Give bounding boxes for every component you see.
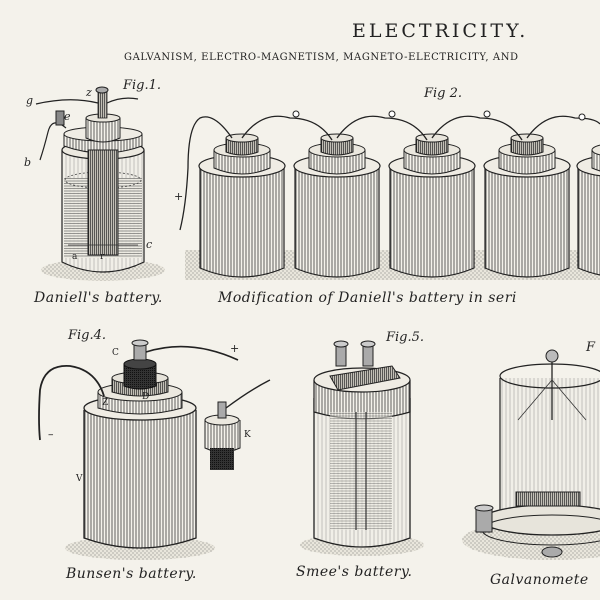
fig4-letter-d: D (142, 392, 150, 402)
fig4-plus-sign: + (230, 342, 240, 355)
fig4-number: Fig.4. (68, 328, 107, 343)
fig1-letter-g: g (26, 94, 34, 107)
fig4-letter-z: Z (102, 398, 109, 408)
fig1-letter-z: z (86, 86, 92, 99)
fig6-galvanometer (462, 349, 600, 560)
fig4-minus-sign: – (48, 428, 54, 441)
fig1-letter-e: e (64, 110, 71, 123)
fig2-battery-series (179, 110, 600, 280)
fig1-letter-a: a (72, 252, 78, 262)
fig4-letter-v: V (76, 474, 83, 484)
fig5-caption: Smee's battery. (296, 564, 413, 580)
fig5-smee-cell (300, 340, 424, 556)
plate-subtitle: GALVANISM, ELECTRO-MAGNETISM, MAGNETO-EL… (124, 52, 519, 63)
fig2-caption: Modification of Daniell's battery in ser… (218, 290, 517, 306)
fig1-caption: Daniell's battery. (34, 290, 163, 306)
fig6-caption: Galvanomete (490, 572, 589, 588)
fig2-plus-sign: + (174, 190, 184, 203)
fig4-caption: Bunsen's battery. (66, 566, 197, 582)
fig4-bunsen-cell (38, 339, 271, 560)
fig4-k-element (204, 379, 271, 470)
fig4-letter-k: K (244, 430, 251, 440)
plate-title: ELECTRICITY. (352, 20, 529, 42)
fig4-letter-c: C (112, 348, 119, 358)
fig1-number: Fig.1. (123, 78, 162, 93)
fig1-daniell-cell (35, 86, 165, 281)
fig1-letter-c: c (146, 238, 153, 251)
fig6-number: F (586, 340, 596, 355)
fig5-number: Fig.5. (386, 330, 425, 345)
fig1-letter-r: r (100, 252, 105, 262)
fig1-letter-b: b (24, 156, 32, 169)
fig2-number: Fig 2. (424, 86, 463, 101)
